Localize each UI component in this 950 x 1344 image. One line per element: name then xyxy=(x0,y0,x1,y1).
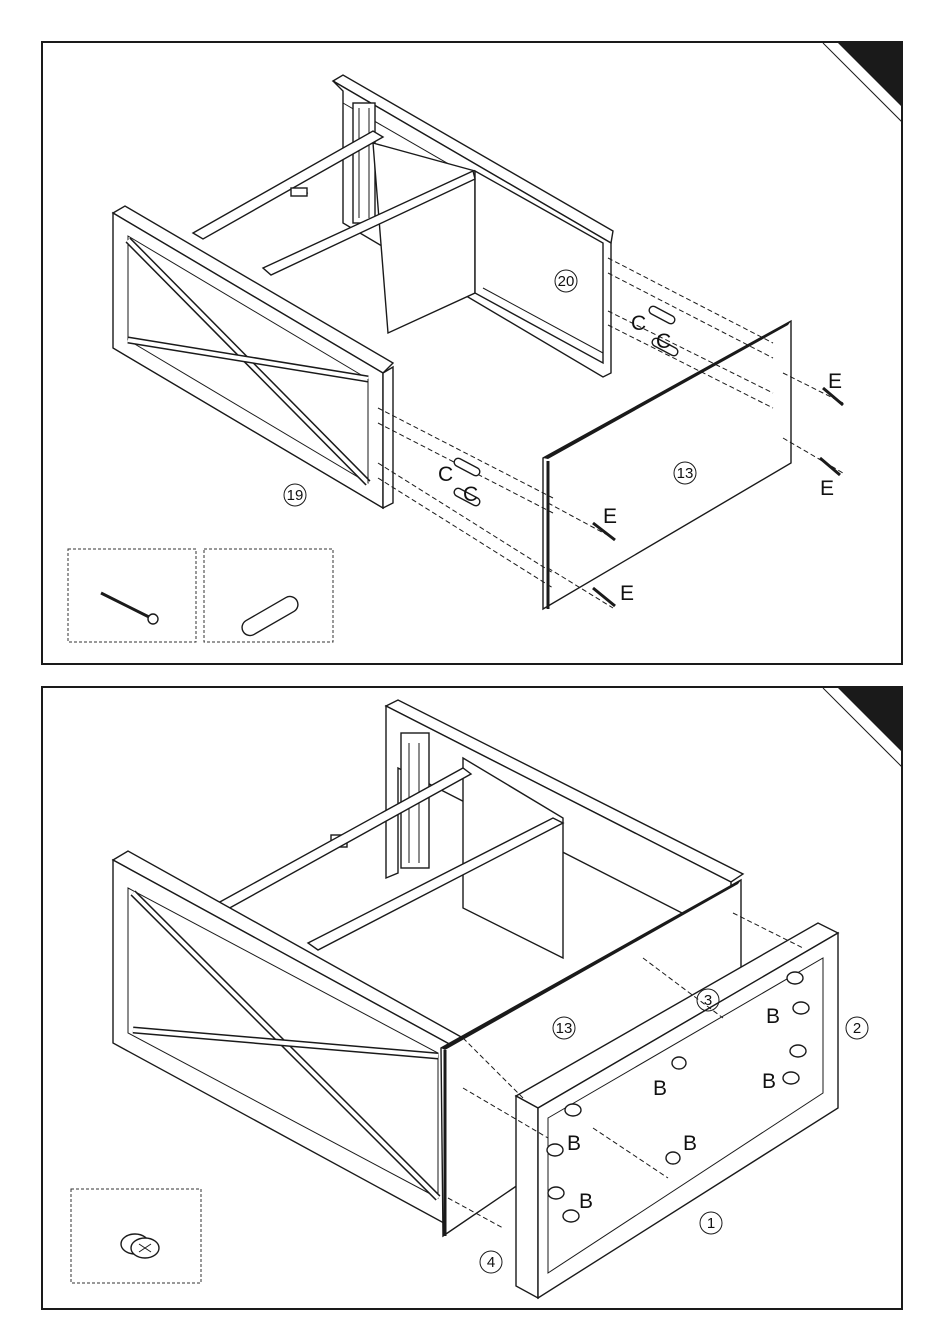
dowel-label: C xyxy=(656,330,671,353)
cam-lock-label: B xyxy=(567,1132,581,1155)
cam-lock-label: B xyxy=(766,1005,780,1028)
step-1-diagram: C C C C E E E E 19 20 13 xyxy=(43,43,903,665)
dowel-label: C xyxy=(631,312,646,335)
cam-lock-label: B xyxy=(762,1070,776,1093)
legend-dowel-box xyxy=(204,549,333,642)
drawer-slide xyxy=(353,103,375,223)
part-19-label: 19 xyxy=(287,487,304,504)
part-4-label: 4 xyxy=(487,1254,495,1271)
screw-label: E xyxy=(828,370,842,393)
dowel-label: C xyxy=(463,483,478,506)
step-2-panel: B B B B B B 3 13 2 1 4 xyxy=(41,686,903,1310)
cam-lock-label: B xyxy=(653,1077,667,1100)
dowel-icon xyxy=(453,457,481,477)
corner-tab xyxy=(838,688,903,755)
part-13-label: 13 xyxy=(677,465,694,482)
cam-lock-label: B xyxy=(683,1132,697,1155)
legend-screw-box xyxy=(68,549,196,642)
corner-tab xyxy=(838,43,903,110)
part-3-label: 3 xyxy=(704,992,712,1009)
screw-label: E xyxy=(620,582,634,605)
back-inner-panel xyxy=(373,143,475,333)
cam-lock-label: B xyxy=(579,1190,593,1213)
latch-icon xyxy=(291,188,307,196)
screw-label: E xyxy=(820,477,834,500)
screw-label: E xyxy=(603,505,617,528)
step-1-panel: C C C C E E E E 19 20 13 xyxy=(41,41,903,665)
front-panel-1-side xyxy=(516,1096,538,1298)
dowel-icon xyxy=(648,305,676,325)
part-13-label: 13 xyxy=(556,1020,573,1037)
dowel-label: C xyxy=(438,463,453,486)
part-2-label: 2 xyxy=(853,1020,861,1037)
screw-icon xyxy=(820,458,840,475)
screw-icon xyxy=(593,588,615,606)
part-20-label: 20 xyxy=(558,273,575,290)
part-1-label: 1 xyxy=(707,1215,715,1232)
step-2-diagram: B B B B B B 3 13 2 1 4 xyxy=(43,688,903,1310)
